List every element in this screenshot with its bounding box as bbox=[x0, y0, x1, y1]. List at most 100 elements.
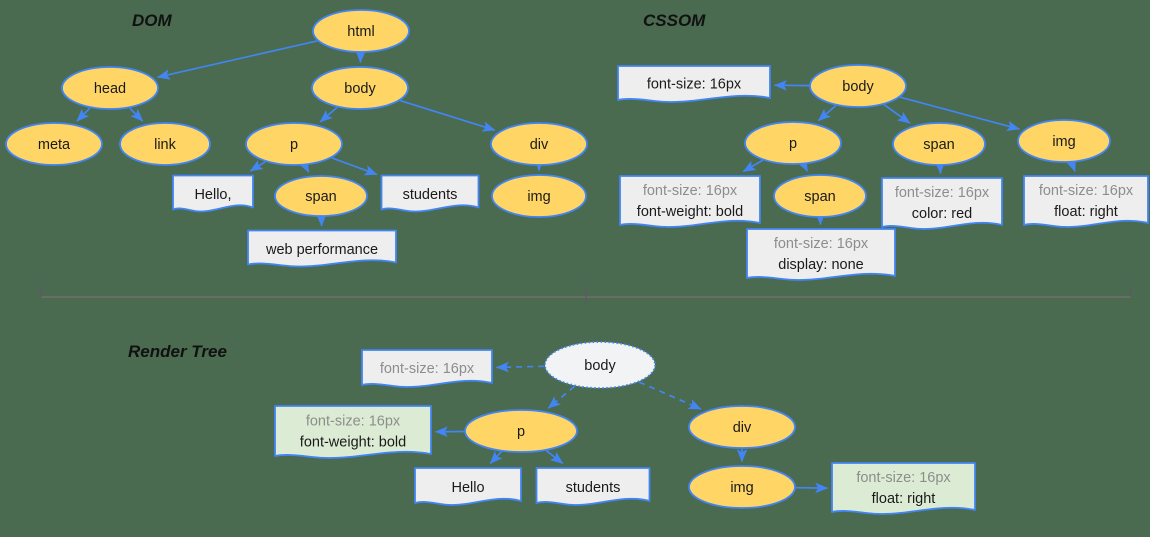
node-label: students bbox=[403, 187, 458, 203]
element-node-shape bbox=[245, 122, 343, 166]
node-label: html bbox=[347, 24, 374, 40]
dom-node-students: students bbox=[380, 174, 480, 213]
dom-node-webperf: web performance bbox=[247, 229, 397, 268]
element-node-shape bbox=[490, 122, 588, 166]
style-declaration: float: right bbox=[1054, 204, 1118, 220]
render-tree-edges bbox=[434, 361, 829, 494]
edge-p-to-p-style bbox=[742, 159, 764, 173]
edge-head-to-link bbox=[129, 107, 144, 122]
cssom-style-box: font-size: 16px color: red bbox=[881, 177, 1003, 230]
node-label: span bbox=[804, 189, 835, 205]
edge-body-to-p bbox=[547, 385, 575, 409]
element-node-shape bbox=[1017, 119, 1111, 163]
node-label: body bbox=[344, 81, 376, 97]
node-label: div bbox=[733, 420, 752, 436]
edge-img-to-img-style bbox=[1065, 158, 1076, 173]
render-tree-style-box: font-size: 16px bbox=[361, 349, 493, 388]
element-node-shape bbox=[119, 122, 211, 166]
dom-node-body: body bbox=[311, 66, 409, 110]
style-declaration: font-size: 16px bbox=[895, 185, 990, 201]
edge-html-to-head bbox=[156, 40, 318, 80]
edge-p-to-hello bbox=[489, 450, 503, 465]
edge-body-to-div bbox=[638, 381, 702, 410]
node-label: span bbox=[305, 189, 336, 205]
node-label: body bbox=[584, 358, 616, 374]
dom-node-meta: meta bbox=[5, 122, 103, 166]
render-tree-node-p: p bbox=[464, 409, 578, 453]
text-node-shape bbox=[535, 467, 651, 506]
edge-p-to-students bbox=[331, 157, 378, 176]
node-label: link bbox=[154, 137, 177, 153]
edge-body-to-div bbox=[399, 99, 496, 132]
element-node-shape bbox=[688, 465, 796, 509]
edge-p-to-students bbox=[545, 450, 564, 465]
node-label: span bbox=[923, 137, 954, 153]
text-node-shape bbox=[380, 174, 480, 213]
element-node-shape bbox=[688, 405, 796, 449]
style-box-shape bbox=[831, 462, 976, 515]
render-tree-node-students: students bbox=[535, 467, 651, 506]
render-tree-node-body: body bbox=[544, 341, 656, 389]
style-declaration: font-weight: bold bbox=[300, 434, 406, 450]
edge-head-to-meta bbox=[76, 107, 91, 122]
dom-section-title: DOM bbox=[132, 11, 173, 30]
style-box-shape bbox=[361, 349, 493, 388]
element-node-shape bbox=[312, 9, 410, 53]
text-node-shape bbox=[172, 174, 254, 213]
style-box-shape bbox=[619, 175, 761, 228]
style-declaration: font-size: 16px bbox=[647, 76, 742, 92]
element-node-shape bbox=[311, 66, 409, 110]
element-node-shape bbox=[773, 174, 867, 218]
dom-node-div: div bbox=[490, 122, 588, 166]
style-declaration: color: red bbox=[912, 206, 972, 222]
edge-body-to-body-style bbox=[495, 361, 545, 373]
element-node-shape bbox=[61, 66, 159, 110]
cssom-node-p: p bbox=[744, 121, 842, 165]
dom-edges bbox=[76, 40, 545, 227]
element-node-shape bbox=[5, 122, 103, 166]
dom-node-head: head bbox=[61, 66, 159, 110]
element-node-shape bbox=[809, 64, 907, 108]
dom-node-p: p bbox=[245, 122, 343, 166]
dom-node-link: link bbox=[119, 122, 211, 166]
style-box-shape bbox=[617, 65, 771, 103]
style-declaration: font-size: 16px bbox=[1039, 183, 1134, 199]
node-label: Hello bbox=[451, 480, 484, 496]
element-node-shape bbox=[892, 122, 986, 166]
dom-node-hello: Hello, bbox=[172, 174, 254, 213]
node-label: Hello, bbox=[194, 187, 231, 203]
style-declaration: font-size: 16px bbox=[643, 183, 738, 199]
style-declaration: font-size: 16px bbox=[856, 470, 951, 486]
element-node-shape bbox=[464, 409, 578, 453]
style-box-shape bbox=[881, 177, 1003, 230]
node-label: img bbox=[1052, 134, 1075, 150]
edge-p-to-span2 bbox=[797, 158, 809, 172]
node-label: div bbox=[530, 137, 549, 153]
render-tree-node-img: img bbox=[688, 465, 796, 509]
text-node-shape bbox=[414, 467, 522, 506]
style-box-shape bbox=[746, 228, 896, 281]
element-node-shape bbox=[491, 174, 587, 218]
node-label: img bbox=[527, 189, 550, 205]
node-label: web performance bbox=[265, 242, 378, 258]
node-label: meta bbox=[38, 137, 71, 153]
node-label: p bbox=[789, 136, 797, 152]
edge-body-to-p bbox=[319, 106, 338, 123]
cssom-style-box: font-size: 16px bbox=[617, 65, 771, 103]
element-node-shape bbox=[274, 175, 368, 217]
element-node-shape bbox=[544, 341, 656, 389]
text-node-shape bbox=[247, 229, 397, 268]
cssom-node-body: body bbox=[809, 64, 907, 108]
dom-node-html: html bbox=[312, 9, 410, 53]
